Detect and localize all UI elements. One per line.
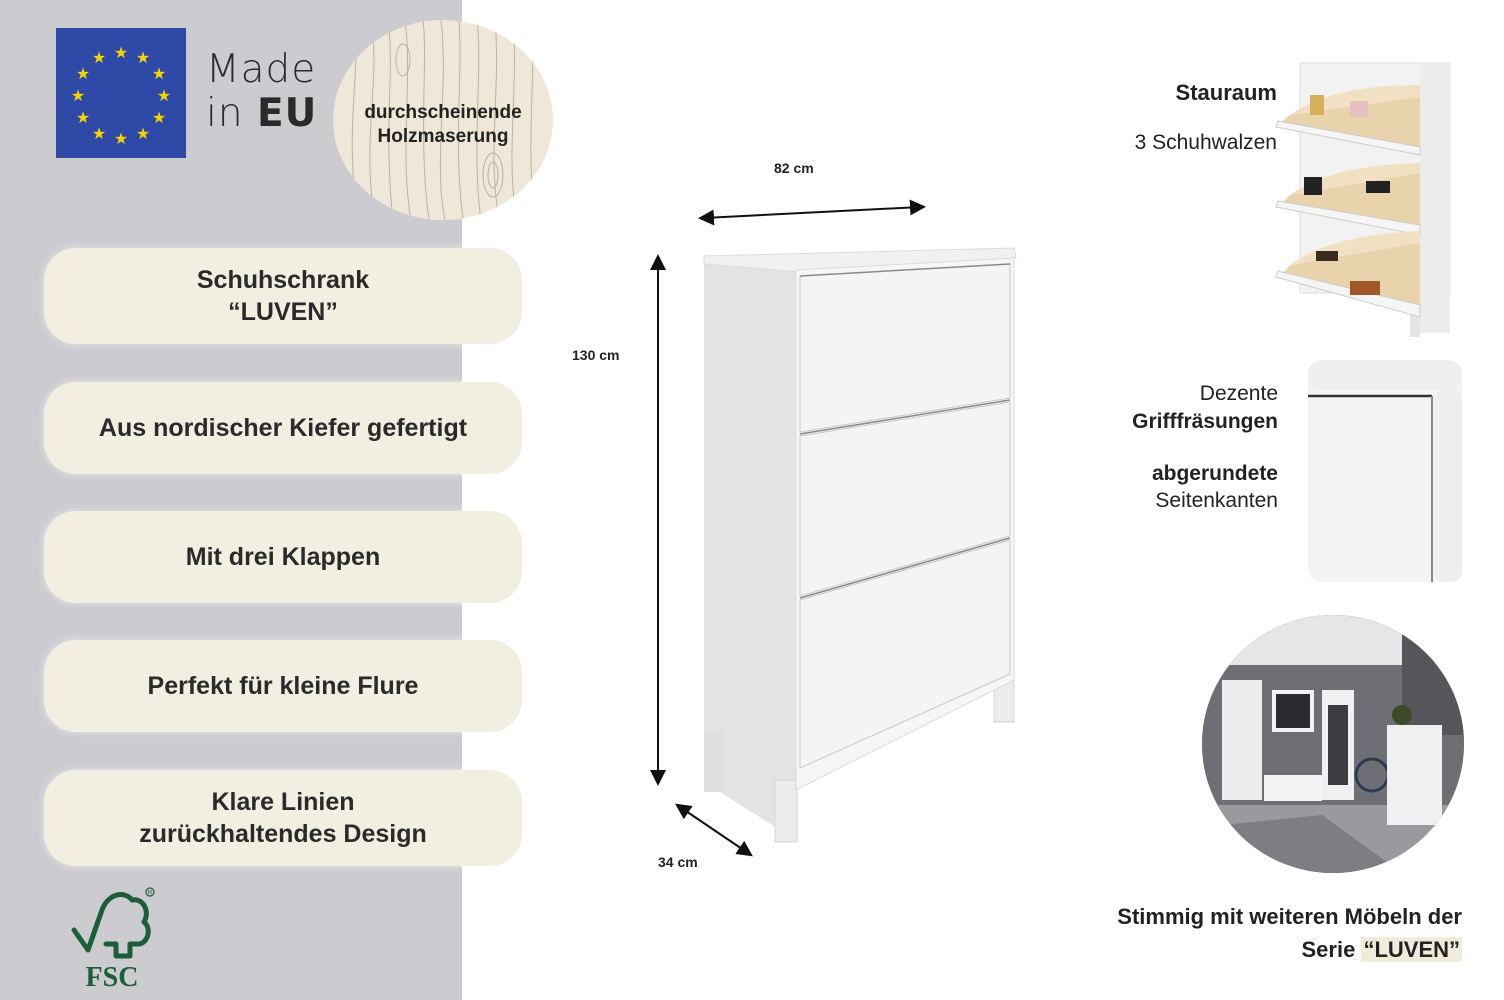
wood-label-line2: Holzmaserung [377, 126, 509, 147]
feature-text: Perfekt für kleine Flure [147, 672, 419, 700]
svg-text:★: ★ [136, 50, 150, 67]
handle-line2: Grifffräsungen [1132, 410, 1278, 433]
luven-series-room-photo [1202, 615, 1464, 873]
edges-line1: abgerundete [1151, 462, 1278, 485]
feature-pill-product-name: Schuhschrank “LUVEN” [44, 248, 522, 344]
feature-text: Schuhschrank [196, 266, 370, 294]
svg-text:★: ★ [76, 110, 90, 127]
svg-text:★: ★ [114, 45, 128, 62]
handle-feature-text: Dezente Grifffräsungen [1080, 380, 1278, 436]
wood-grain-label: durchscheinende Holzmaserung [364, 101, 521, 149]
feature-pill-flaps: Mit drei Klappen [44, 511, 522, 603]
svg-text:★: ★ [71, 88, 85, 105]
edges-line2: Seitenkanten [1155, 489, 1278, 512]
shoe-cabinet-illustration [650, 199, 1017, 857]
feature-pill-small-hallways: Perfekt für kleine Flure [44, 640, 522, 732]
storage-subtitle: 3 Schuhwalzen [1134, 131, 1277, 154]
series-caption-line1: Stimmig mit weiteren Möbeln der [1117, 904, 1462, 929]
feature-text: zurückhaltendes Design [139, 820, 427, 848]
svg-text:★: ★ [114, 131, 128, 148]
eu-text: EU [256, 91, 318, 136]
feature-text: “LUVEN” [228, 298, 338, 326]
svg-text:R: R [148, 891, 153, 897]
feature-pill-material: Aus nordischer Kiefer gefertigt [44, 382, 522, 474]
wood-grain-icon [351, 20, 536, 220]
height-dimension-label: 130 cm [572, 347, 620, 363]
wood-grain-badge: durchscheinende Holzmaserung [333, 20, 553, 220]
edge-detail-image [1308, 360, 1462, 582]
made-in-eu-label: Made in EU [206, 48, 317, 136]
fsc-logo-icon: R FSC [66, 882, 162, 993]
series-name-highlight: “LUVEN” [1361, 937, 1462, 962]
edges-feature-text: abgerundete Seitenkanten [1080, 460, 1278, 514]
svg-text:★: ★ [136, 126, 150, 143]
series-prefix: Serie [1301, 937, 1362, 962]
open-shoe-rack-image [1270, 55, 1460, 345]
fsc-text: FSC [86, 962, 139, 992]
svg-text:★: ★ [152, 66, 166, 83]
made-in-line2: in EU [206, 92, 317, 136]
svg-text:★: ★ [92, 50, 106, 67]
feature-text: Mit drei Klappen [185, 543, 381, 571]
series-caption: Stimmig mit weiteren Möbeln der Serie “L… [1060, 900, 1462, 966]
wood-label-line1: durchscheinende [364, 102, 522, 123]
width-dimension-label: 82 cm [774, 160, 814, 176]
eu-flag-icon: ★ ★ ★ ★ ★ ★ ★ ★ ★ ★ ★ ★ [56, 28, 186, 158]
storage-title: Stauraum [1175, 80, 1277, 105]
feature-text: Aus nordischer Kiefer gefertigt [98, 414, 468, 442]
cabinet-dimension-drawing: 82 cm 130 cm 34 cm [560, 140, 1060, 900]
svg-text:★: ★ [152, 110, 166, 127]
svg-text:★: ★ [92, 126, 106, 143]
series-caption-line2: Serie “LUVEN” [1060, 933, 1462, 966]
svg-text:★: ★ [157, 88, 171, 105]
depth-dimension-label: 34 cm [658, 854, 698, 870]
made-in-prefix: in [206, 91, 257, 136]
svg-text:★: ★ [76, 66, 90, 83]
handle-line1: Dezente [1199, 382, 1278, 405]
made-in-line1: Made [206, 47, 317, 92]
feature-text: Klare Linien [211, 788, 355, 816]
feature-pill-design: Klare Linien zurückhaltendes Design [44, 770, 522, 866]
